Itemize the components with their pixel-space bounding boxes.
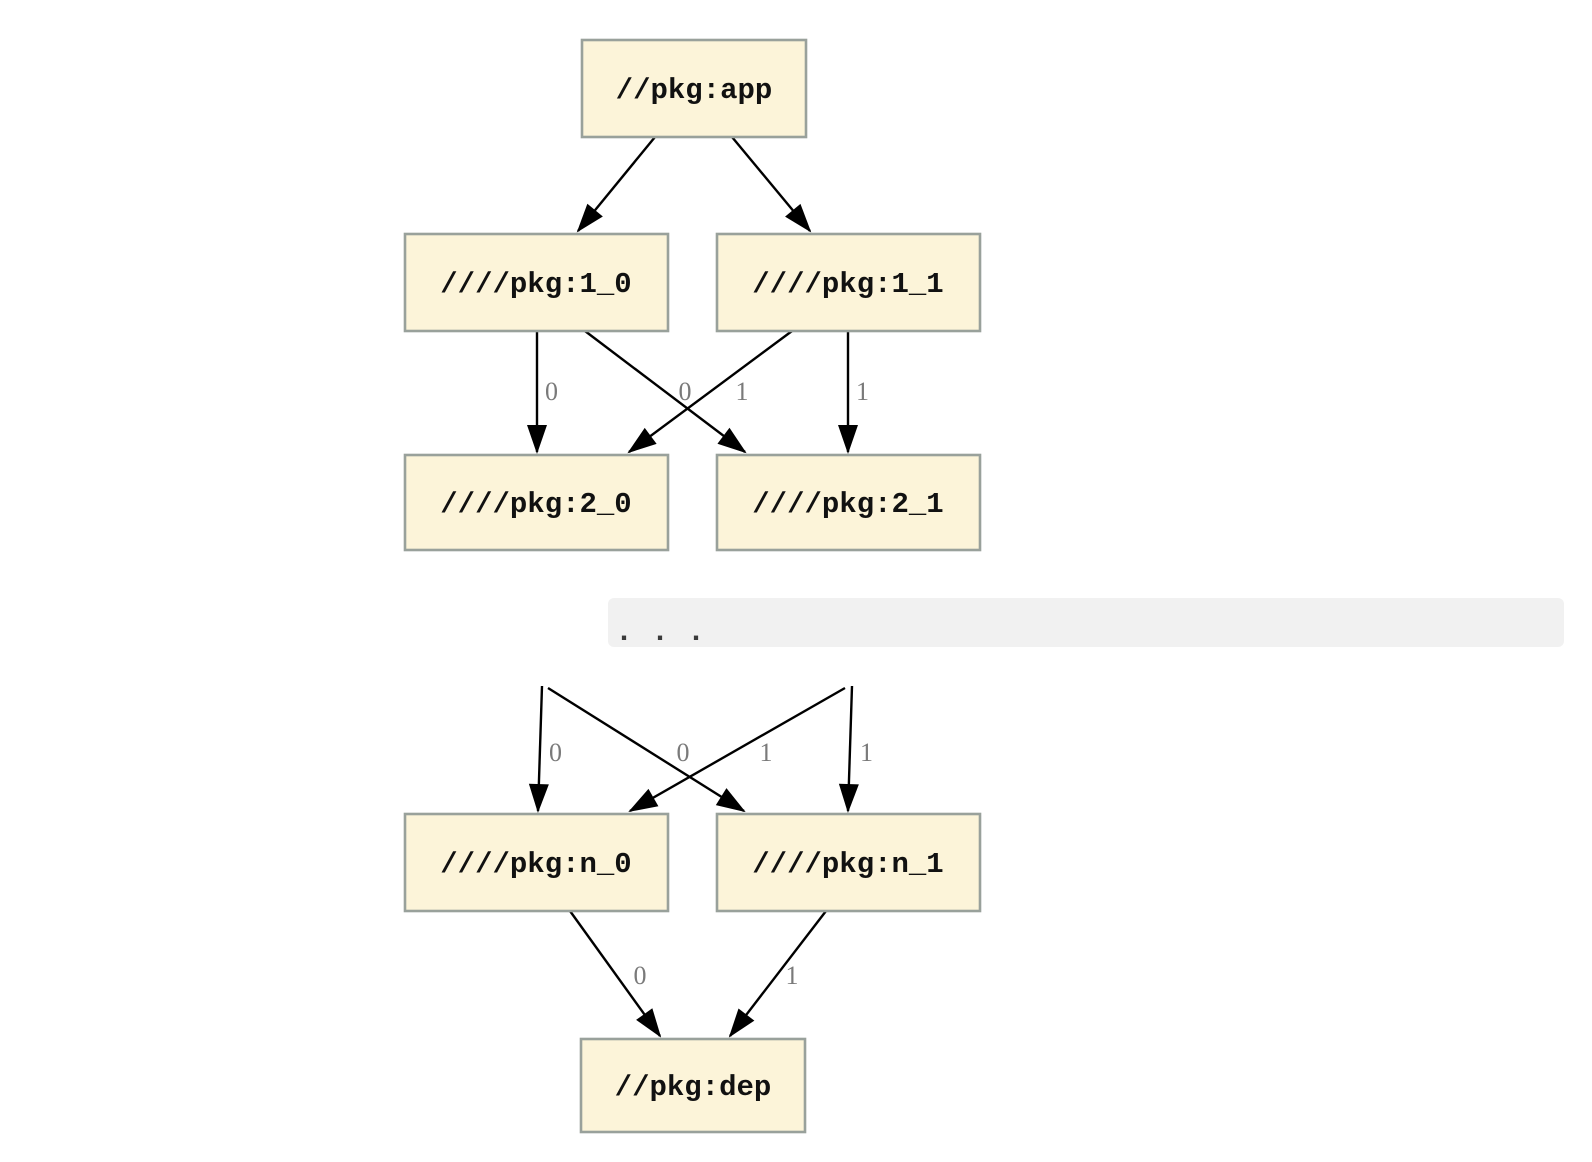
edge-n_0-to-dep [569, 910, 662, 1038]
node-pkg-1_0: ////pkg:1_0 [403, 232, 670, 333]
edge-app-to-1_1 [731, 136, 812, 233]
edge-label: 0 [679, 377, 692, 406]
edge-1_0-to-2_1 [584, 330, 747, 454]
node-pkg-n_1: ////pkg:n_1 [715, 812, 982, 913]
edge-ellipsis-right-to-n_0 [628, 686, 846, 813]
edge-label: 1 [860, 738, 873, 767]
node-pkg-dep-box [579, 1037, 807, 1134]
edge-ellipsis-left-to-n_0 [528, 685, 549, 813]
node-pkg-1_0-box [403, 232, 670, 333]
edge-label: 1 [736, 377, 749, 406]
node-pkg-app-box [580, 38, 808, 139]
node-pkg-dep-label: //pkg:dep [615, 1071, 772, 1104]
node-pkg-n_0-label: ////pkg:n_0 [440, 848, 631, 881]
edge-label: 0 [677, 738, 690, 767]
ellipsis-dots: . . . [615, 616, 705, 650]
node-pkg-2_1-label: ////pkg:2_1 [752, 488, 943, 521]
ellipsis-band-background [608, 598, 1564, 647]
node-pkg-2_1: ////pkg:2_1 [715, 453, 982, 552]
node-pkg-2_0-box [403, 453, 670, 552]
node-pkg-dep: //pkg:dep [579, 1037, 807, 1134]
edge-ellipsis-right-to-n_1 [838, 685, 859, 813]
edge-label: 1 [760, 738, 773, 767]
node-pkg-2_0-label: ////pkg:2_0 [440, 488, 631, 521]
edge-n_1-to-dep [728, 910, 827, 1038]
edge-app-to-1_0 [576, 136, 656, 233]
node-pkg-2_1-box [715, 453, 982, 552]
node-pkg-app-label: //pkg:app [616, 74, 773, 107]
edge-label: 0 [634, 961, 647, 990]
node-pkg-1_1-box [715, 232, 982, 333]
node-pkg-n_1-label: ////pkg:n_1 [752, 848, 943, 881]
node-pkg-n_0-box [403, 812, 670, 913]
node-pkg-1_0-label: ////pkg:1_0 [440, 268, 631, 301]
edge-label: 0 [549, 738, 562, 767]
ellipsis-band: . . . [608, 598, 1564, 650]
node-pkg-1_1: ////pkg:1_1 [715, 232, 982, 333]
node-pkg-app: //pkg:app [580, 38, 808, 139]
node-pkg-1_1-label: ////pkg:1_1 [752, 268, 943, 301]
edge-label: 1 [856, 377, 869, 406]
node-pkg-2_0: ////pkg:2_0 [403, 453, 670, 552]
edge-label: 0 [545, 377, 558, 406]
edge-label: 1 [786, 961, 799, 990]
edge-ellipsis-left-to-n_1 [547, 686, 746, 813]
node-pkg-n_1-box [715, 812, 982, 913]
node-pkg-n_0: ////pkg:n_0 [403, 812, 670, 913]
edge-1_1-to-2_0 [627, 330, 793, 454]
